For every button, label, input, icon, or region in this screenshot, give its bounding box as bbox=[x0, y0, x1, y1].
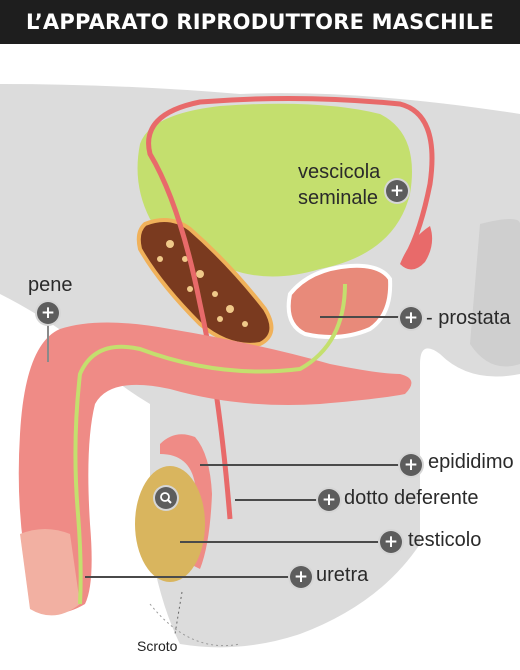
label-vescicola-line2: seminale bbox=[298, 187, 379, 209]
vas-deferens bbox=[146, 95, 435, 520]
prostate bbox=[286, 263, 393, 339]
label-uretra: uretra bbox=[316, 564, 369, 586]
bladder bbox=[137, 103, 413, 277]
pene-info-button[interactable]: + bbox=[37, 302, 59, 324]
label-dotto: dotto deferente bbox=[344, 487, 479, 509]
magnifier-icon bbox=[160, 492, 172, 504]
label-prostata: - prostata bbox=[426, 307, 511, 329]
prostata-info-button[interactable]: + bbox=[400, 307, 422, 329]
dotto-info-button[interactable]: + bbox=[318, 489, 340, 511]
thigh-gap bbox=[110, 397, 140, 604]
pubic-bone bbox=[136, 218, 274, 347]
glans bbox=[20, 529, 80, 616]
leader-testicolo bbox=[180, 541, 380, 543]
leader-uretra bbox=[85, 576, 290, 578]
vescicola-info-button[interactable]: + bbox=[386, 180, 408, 202]
uretra-info-button[interactable]: + bbox=[290, 566, 312, 588]
scrotum-edge bbox=[149, 603, 241, 647]
leader-dotto bbox=[235, 499, 320, 501]
label-testicolo: testicolo bbox=[408, 529, 482, 551]
leader-pene bbox=[47, 322, 49, 362]
scroto-dotted-line bbox=[174, 591, 183, 635]
testicle bbox=[135, 466, 205, 582]
leader-epididimo bbox=[200, 464, 400, 466]
testicolo-zoom-button[interactable] bbox=[155, 487, 177, 509]
page-title: L’APPARATO RIPRODUTTORE MASCHILE bbox=[0, 0, 520, 44]
diagram-area: vescicola seminale + pene + + - prostata… bbox=[0, 44, 520, 670]
urethra bbox=[73, 283, 347, 605]
penis bbox=[18, 322, 412, 613]
label-pene: pene bbox=[28, 274, 73, 296]
label-scroto: Scroto bbox=[137, 638, 178, 654]
leader-prostata bbox=[320, 316, 400, 318]
epididimo-info-button[interactable]: + bbox=[400, 454, 422, 476]
testicolo-info-button[interactable]: + bbox=[380, 531, 402, 553]
body-silhouette-back bbox=[470, 219, 520, 367]
seminal-vesicle bbox=[400, 226, 433, 270]
label-epididimo: epididimo bbox=[428, 451, 514, 473]
label-vescicola-line1: vescicola bbox=[298, 161, 381, 183]
anatomy-illustration bbox=[0, 84, 520, 648]
